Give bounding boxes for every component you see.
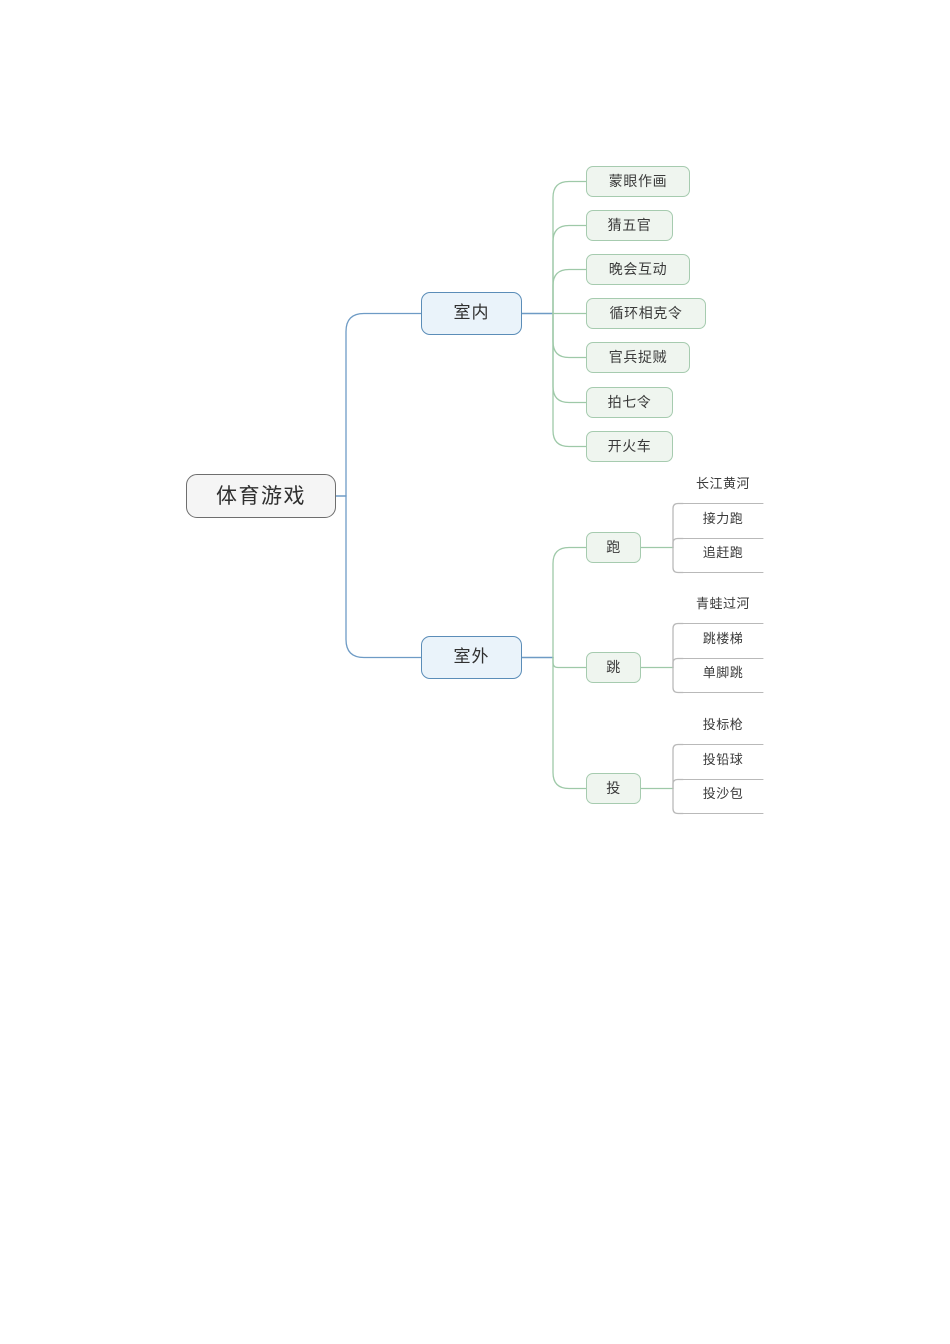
leaf-node[interactable]: 开火车: [586, 431, 673, 462]
connector-line: [345, 495, 422, 659]
branch-node-indoor[interactable]: 室内: [421, 292, 522, 335]
category-node[interactable]: 跳: [586, 652, 641, 683]
connector-line: [672, 546, 684, 574]
root-node[interactable]: 体育游戏: [186, 474, 336, 518]
connector-line: [552, 312, 587, 448]
connector-line: [672, 537, 684, 549]
leaf-node[interactable]: 猜五官: [586, 210, 673, 241]
leaf-node[interactable]: 晚会互动: [586, 254, 690, 285]
sub-leaf-label[interactable]: 长江黄河: [695, 477, 750, 492]
connector-line: [345, 312, 422, 497]
leaf-node[interactable]: 官兵捉贼: [586, 342, 690, 373]
connector-line: [552, 656, 587, 669]
category-node[interactable]: 投: [586, 773, 641, 804]
connector-line: [552, 180, 587, 315]
sub-leaf-label[interactable]: 接力跑: [702, 512, 744, 527]
sub-leaf-label[interactable]: 跳楼梯: [702, 632, 744, 647]
connector-line: [552, 546, 587, 659]
category-node[interactable]: 跑: [586, 532, 641, 563]
connector-line: [672, 657, 684, 669]
connector-line: [552, 656, 587, 790]
connector-line: [552, 224, 587, 315]
sub-leaf-label[interactable]: 投标枪: [702, 718, 744, 733]
sub-leaf-label[interactable]: 青蛙过河: [695, 597, 750, 612]
branch-node-outdoor[interactable]: 室外: [421, 636, 522, 679]
sub-leaf-label[interactable]: 单脚跳: [702, 666, 744, 681]
connector-line: [552, 312, 587, 359]
connector-line: [552, 312, 587, 404]
leaf-node[interactable]: 循环相克令: [586, 298, 706, 329]
connector-line: [672, 787, 684, 815]
connector-line: [672, 622, 684, 669]
connector-line: [672, 666, 684, 694]
connector-line: [672, 778, 684, 790]
connector-line: [672, 502, 684, 549]
leaf-node[interactable]: 蒙眼作画: [586, 166, 690, 197]
leaf-node[interactable]: 拍七令: [586, 387, 673, 418]
sub-leaf-label[interactable]: 投铅球: [702, 753, 744, 768]
connector-line: [552, 268, 587, 315]
sub-leaf-label[interactable]: 追赶跑: [702, 546, 744, 561]
connector-line: [672, 743, 684, 790]
sub-leaf-label[interactable]: 投沙包: [702, 787, 744, 802]
